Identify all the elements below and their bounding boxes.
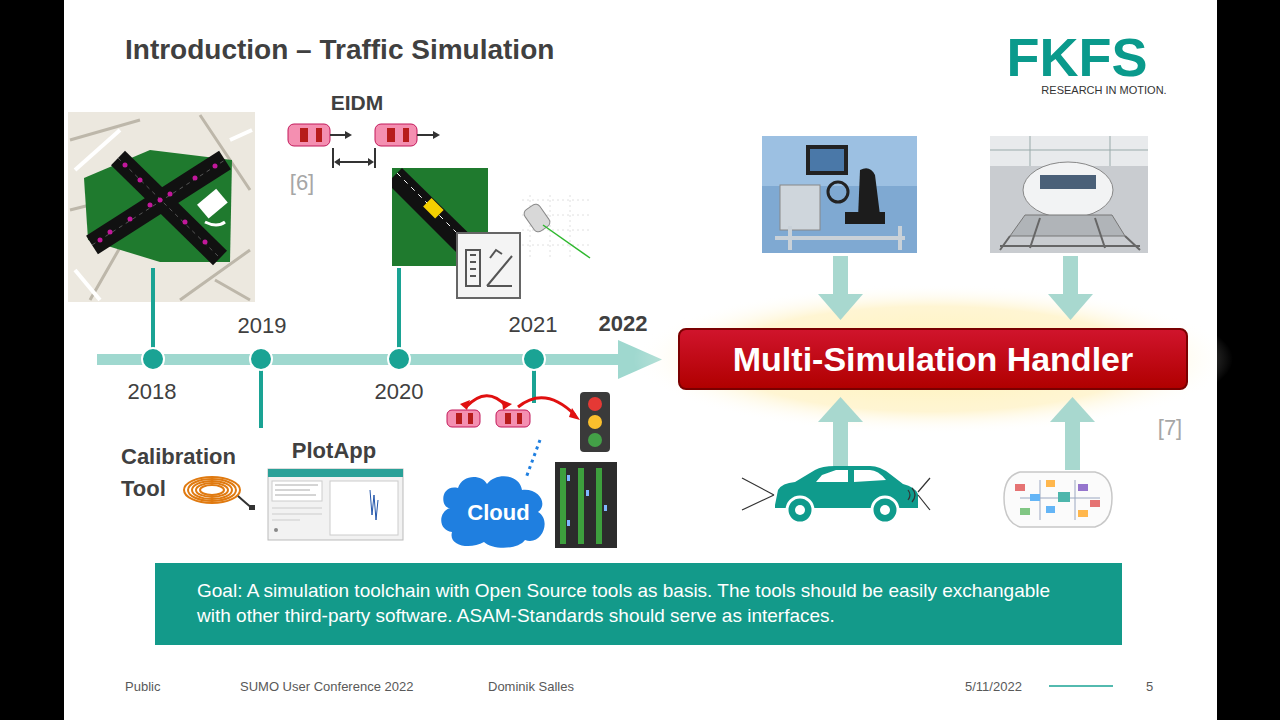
node-label: Goal: A simulation toolchain with Open S… xyxy=(197,579,1082,628)
footer-rule xyxy=(1049,685,1113,687)
vehicle-architecture-drawing xyxy=(1004,472,1112,527)
cloud-outline xyxy=(441,476,544,547)
map-image xyxy=(68,112,255,302)
reference-number: [7] xyxy=(1158,415,1182,441)
page-number: 5 xyxy=(1146,679,1153,695)
year-label: 2021 xyxy=(509,312,558,338)
slide-title: Introduction – Traffic Simulation xyxy=(125,33,554,67)
road-image xyxy=(392,168,520,298)
plotapp-screenshot xyxy=(268,469,403,540)
footer-text: Dominik Salles xyxy=(488,679,574,695)
cable-coil-icon xyxy=(184,477,255,510)
v2x-illustration xyxy=(441,392,617,548)
tool-name: Calibration Tool xyxy=(121,441,253,505)
handler-box: Multi-Simulation Handler xyxy=(678,328,1188,390)
year-label: 2020 xyxy=(375,379,424,405)
driving-simulator-photo xyxy=(762,136,917,253)
year-label: 2018 xyxy=(128,379,177,405)
footer-text: Public xyxy=(125,679,160,695)
handler-glow xyxy=(633,284,1233,434)
year-label: 2019 xyxy=(238,313,287,339)
timeline-arrow xyxy=(97,268,662,428)
year-label: 2022 xyxy=(599,311,648,337)
model-name: EIDM xyxy=(331,90,384,115)
motion-simulator-photo xyxy=(990,136,1148,253)
footer-text: SUMO User Conference 2022 xyxy=(240,679,413,695)
node-label: Multi-Simulation Handler xyxy=(733,337,1133,381)
vehicle-sensor-image xyxy=(522,195,590,258)
logo-wordmark: FKFS xyxy=(1007,25,1148,90)
eidm-cars xyxy=(288,124,440,168)
footer-text: 5/11/2022 xyxy=(965,679,1022,695)
vehicle-icon xyxy=(742,466,930,523)
node-label: Cloud xyxy=(467,499,529,528)
tool-name: PlotApp xyxy=(292,438,376,464)
logo-tagline: RESEARCH IN MOTION. xyxy=(1041,84,1166,97)
reference-number: [6] xyxy=(290,170,314,196)
goal-box: Goal: A simulation toolchain with Open S… xyxy=(155,563,1122,645)
cloud-shape: Cloud xyxy=(442,478,555,548)
